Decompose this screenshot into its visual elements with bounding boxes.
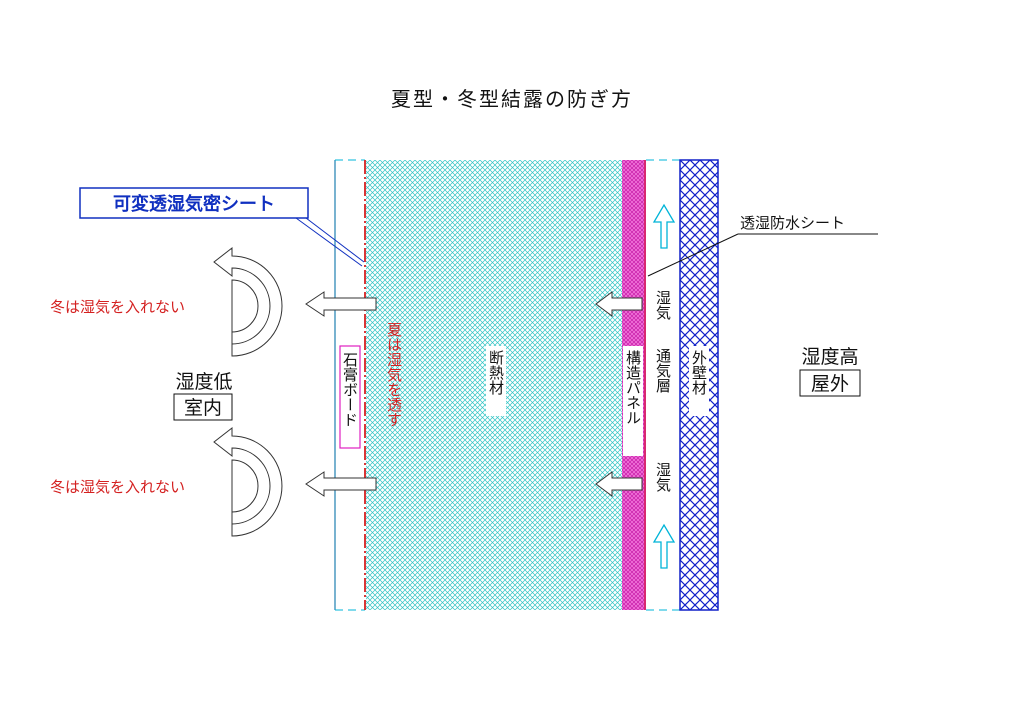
gypsum-board-label: 石膏ボード xyxy=(341,352,359,427)
winter-note-bottom: 冬は湿気を入れない xyxy=(50,478,185,496)
ventilation-layer-label: 通気層 xyxy=(654,348,672,393)
winter-note-top: 冬は湿気を入れない xyxy=(50,298,185,316)
structural-panel-label: 構造パネル xyxy=(624,350,642,425)
summer-note: 夏は湿気を透す xyxy=(385,322,403,427)
airflow-up-arrow-top xyxy=(652,203,676,249)
ventilation-layer xyxy=(646,159,680,611)
moisture-out-arrow-top xyxy=(305,291,377,317)
u-turn-arrow-bottom xyxy=(213,426,283,537)
exterior-wall-label: 外壁材 xyxy=(690,350,708,395)
moisture-label-bottom: 湿気 xyxy=(654,462,672,493)
gypsum-board-layer xyxy=(334,159,365,611)
moisture-in-arrow-top xyxy=(595,291,643,317)
airflow-up-arrow-bottom xyxy=(652,523,676,569)
outdoor-humidity-label: 湿度高 xyxy=(801,346,858,368)
indoor-label: 室内 xyxy=(184,397,222,419)
breathable-sheet-callout: 透湿防水シート xyxy=(647,214,878,277)
insulation-label: 断熱材 xyxy=(487,350,505,395)
moisture-out-arrow-bottom xyxy=(305,471,377,497)
indoor-humidity-label: 湿度低 xyxy=(175,371,232,393)
u-turn-arrow-top xyxy=(213,246,283,357)
moisture-label-top: 湿気 xyxy=(654,290,672,321)
page-title: 夏型・冬型結露の防ぎ方 xyxy=(391,87,633,111)
variable-sheet-label: 可変透湿気密シート xyxy=(113,193,275,215)
moisture-in-arrow-bottom xyxy=(595,471,643,497)
outdoor-label: 屋外 xyxy=(811,373,849,395)
variable-sheet-callout: 可変透湿気密シート xyxy=(79,187,365,267)
breathable-sheet-label: 透湿防水シート xyxy=(740,214,845,232)
